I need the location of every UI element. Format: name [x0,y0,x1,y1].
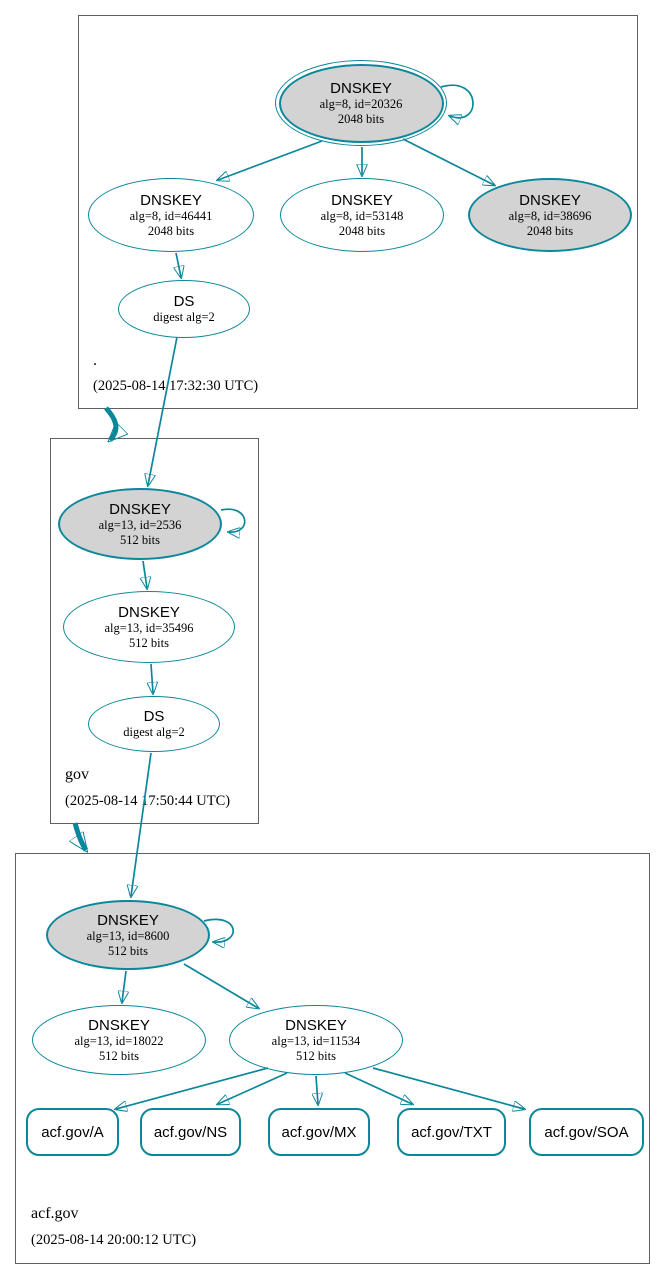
dnskey-alg-id: alg=13, id=35496 [104,620,194,635]
dnskey-node-18022[interactable]: DNSKEY alg=13, id=18022 512 bits [32,1005,206,1075]
rrset-node-acf-gov-soa[interactable]: acf.gov/SOA [529,1108,644,1156]
zone-timestamp-acf-gov: (2025-08-14 20:00:12 UTC) [31,1232,197,1248]
zone-label-root: . [93,352,97,369]
zone-arrow-root-to-gov [104,406,116,440]
dnskey-alg-id: alg=8, id=53148 [320,208,404,223]
dnskey-title: DNSKEY [88,1016,150,1034]
dnskey-node-20326-inner: DNSKEY alg=8, id=20326 2048 bits [278,63,444,143]
dnskey-node-53148[interactable]: DNSKEY alg=8, id=53148 2048 bits [280,178,444,252]
zone-label-acf-gov: acf.gov [31,1205,79,1222]
dnskey-alg-id: alg=8, id=46441 [129,208,213,223]
ds-node-root[interactable]: DS digest alg=2 [118,280,250,338]
zone-label-gov: gov [65,766,89,783]
zone-timestamp-gov: (2025-08-14 17:50:44 UTC) [65,793,231,809]
dnskey-node-20326-ksk[interactable]: DNSKEY alg=8, id=20326 2048 bits [275,60,447,146]
dnskey-bits: 512 bits [129,635,169,650]
dnskey-node-8600-ksk[interactable]: DNSKEY alg=13, id=8600 512 bits [46,900,210,970]
dnskey-title: DNSKEY [285,1016,347,1034]
dnskey-bits: 512 bits [99,1048,139,1063]
dnskey-bits: 2048 bits [526,223,574,238]
rrset-node-acf-gov-a[interactable]: acf.gov/A [26,1108,119,1156]
dnskey-bits: 2048 bits [338,223,386,238]
dnskey-node-46441[interactable]: DNSKEY alg=8, id=46441 2048 bits [88,178,254,252]
dnskey-alg-id: alg=13, id=8600 [86,928,170,943]
dnskey-bits: 2048 bits [147,223,195,238]
zone-arrow-gov-to-acf-gov [75,822,86,850]
dnskey-alg-id: alg=13, id=2536 [98,517,182,532]
rrset-node-acf-gov-ns[interactable]: acf.gov/NS [140,1108,241,1156]
dnskey-alg-id: alg=8, id=20326 [319,96,403,111]
dnskey-title: DNSKEY [109,500,171,518]
dnskey-node-2536-ksk[interactable]: DNSKEY alg=13, id=2536 512 bits [58,488,222,560]
dnskey-node-35496[interactable]: DNSKEY alg=13, id=35496 512 bits [63,591,235,663]
dnskey-bits: 512 bits [296,1048,336,1063]
ds-detail: digest alg=2 [153,310,215,324]
dnskey-bits: 512 bits [108,943,148,958]
zone-timestamp-root: (2025-08-14 17:32:30 UTC) [93,378,259,394]
dnskey-node-38696[interactable]: DNSKEY alg=8, id=38696 2048 bits [468,178,632,252]
dnskey-title: DNSKEY [140,191,202,209]
dnskey-node-11534[interactable]: DNSKEY alg=13, id=11534 512 bits [229,1005,403,1075]
dnskey-title: DNSKEY [330,79,392,97]
dnskey-title: DNSKEY [97,911,159,929]
dnskey-bits: 2048 bits [337,111,385,126]
dnskey-alg-id: alg=13, id=11534 [271,1033,361,1048]
dnskey-alg-id: alg=13, id=18022 [74,1033,164,1048]
dnskey-title: DNSKEY [331,191,393,209]
ds-node-gov[interactable]: DS digest alg=2 [88,696,220,752]
dnskey-title: DNSKEY [519,191,581,209]
dnskey-alg-id: alg=8, id=38696 [508,208,592,223]
rrset-node-acf-gov-txt[interactable]: acf.gov/TXT [397,1108,506,1156]
ds-title: DS [143,708,165,725]
ds-title: DS [173,293,195,310]
dnskey-bits: 512 bits [120,532,160,547]
rrset-node-acf-gov-mx[interactable]: acf.gov/MX [268,1108,370,1156]
dnskey-title: DNSKEY [118,603,180,621]
ds-detail: digest alg=2 [123,725,185,739]
